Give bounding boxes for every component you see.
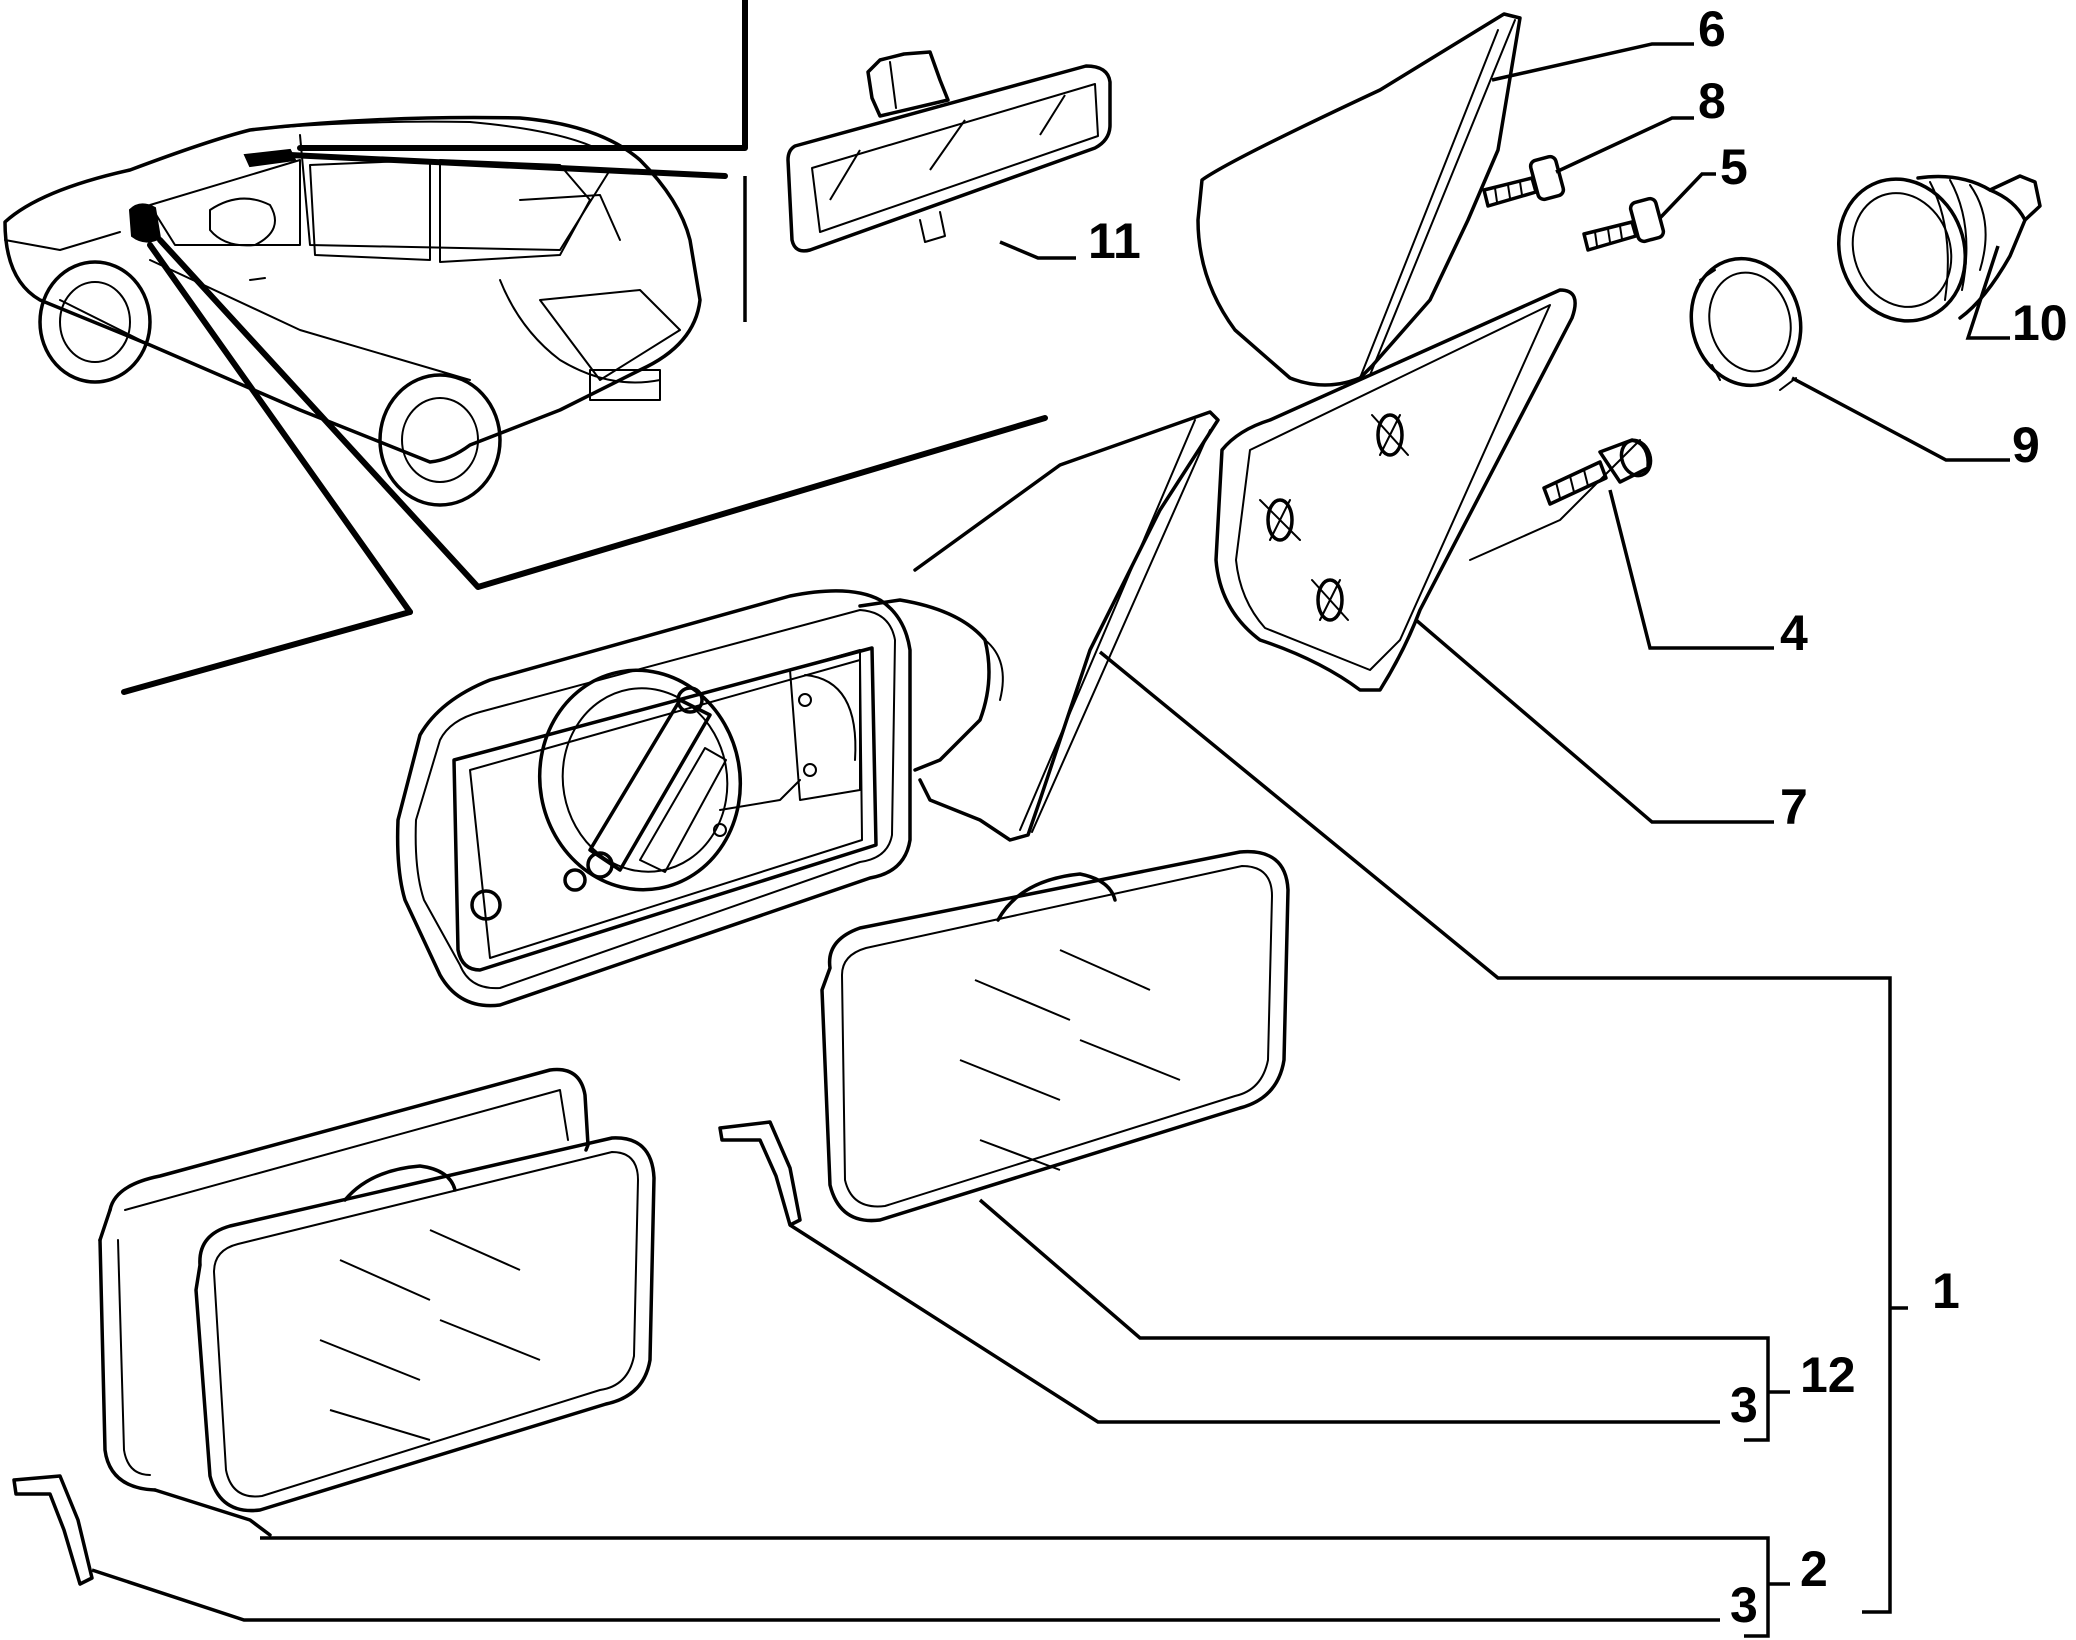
mirror-glass-part-2	[98, 1067, 656, 1537]
callout-3-upper: 3	[1730, 1377, 1758, 1433]
leader-lines	[91, 42, 2010, 1638]
mirror-glass-part-12	[820, 849, 1290, 1223]
ring-nut-part-9	[1689, 256, 1803, 391]
callout-9: 9	[2012, 417, 2040, 473]
callout-labels: 6 8 5 11 10 9 4 7 1 12 3 2 3	[1088, 1, 2068, 1633]
screw-part-8	[1482, 154, 1566, 208]
callout-12: 12	[1800, 1347, 1856, 1403]
callout-4: 4	[1780, 605, 1808, 661]
callout-5: 5	[1720, 139, 1748, 195]
mirror-housing-part-1	[395, 410, 1220, 1008]
callout-6: 6	[1698, 1, 1726, 57]
rubber-boot-part-10	[1836, 174, 2042, 323]
bolt-part-4	[1542, 438, 1653, 506]
interior-mirror-part-11	[786, 50, 1112, 253]
clip-part-3-upper	[718, 1120, 802, 1227]
overview-frame-lines	[121, 0, 1048, 695]
clip-part-3-lower	[12, 1474, 94, 1586]
screw-part-5	[1582, 196, 1666, 252]
callout-3-lower: 3	[1730, 1577, 1758, 1633]
callout-11: 11	[1088, 213, 1141, 269]
callout-1: 1	[1932, 1263, 1960, 1319]
callout-10: 10	[2012, 295, 2068, 351]
mounting-plate-part-7	[1214, 288, 1577, 692]
callout-7: 7	[1780, 779, 1808, 835]
callout-8: 8	[1698, 73, 1726, 129]
callout-2: 2	[1800, 1541, 1828, 1597]
